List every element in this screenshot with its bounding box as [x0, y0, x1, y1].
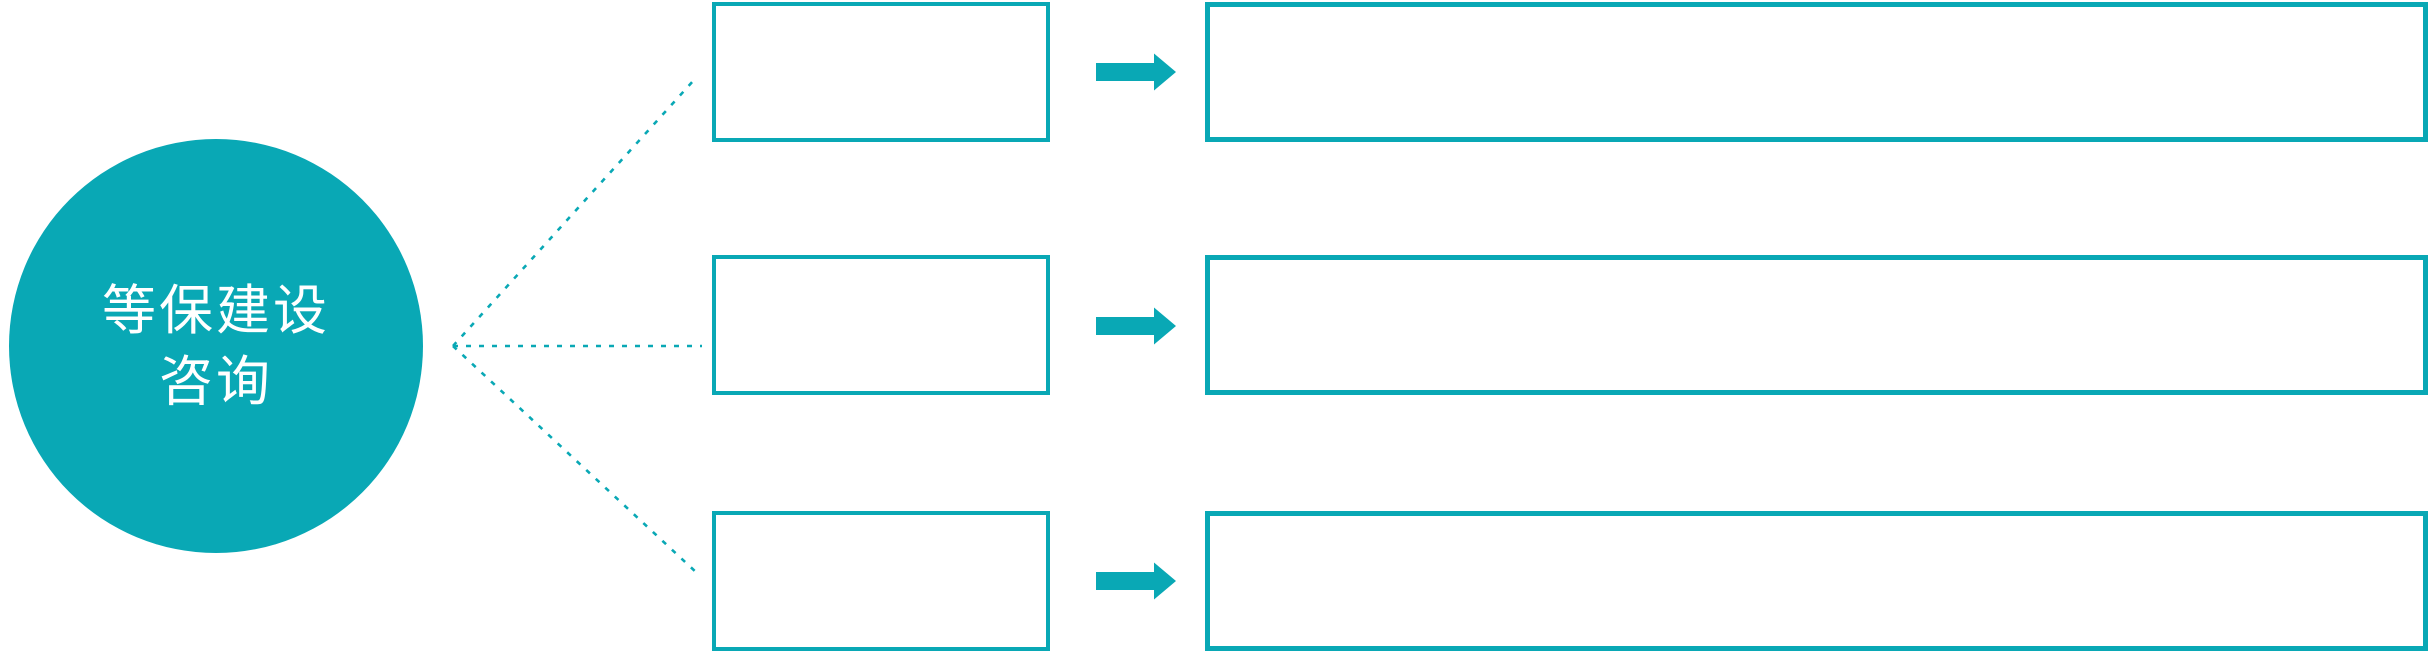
detail-box-3 [1205, 511, 2428, 651]
arrow-right-icon [1096, 562, 1176, 600]
detail-box-1 [1205, 2, 2428, 142]
dotted-line-to-row-3 [452, 345, 698, 574]
arrow-right-icon [1096, 53, 1176, 91]
topic-box-3 [712, 511, 1050, 651]
topic-box-2 [712, 255, 1050, 395]
hub-circle: 等保建设 咨询 [9, 139, 423, 553]
hub-label-line2: 咨询 [159, 350, 273, 413]
detail-box-2 [1205, 255, 2428, 395]
dotted-line-to-row-1 [452, 79, 695, 347]
arrow-right-icon [1096, 307, 1176, 345]
hub-label-line1: 等保建设 [102, 278, 330, 342]
topic-box-1 [712, 2, 1050, 142]
